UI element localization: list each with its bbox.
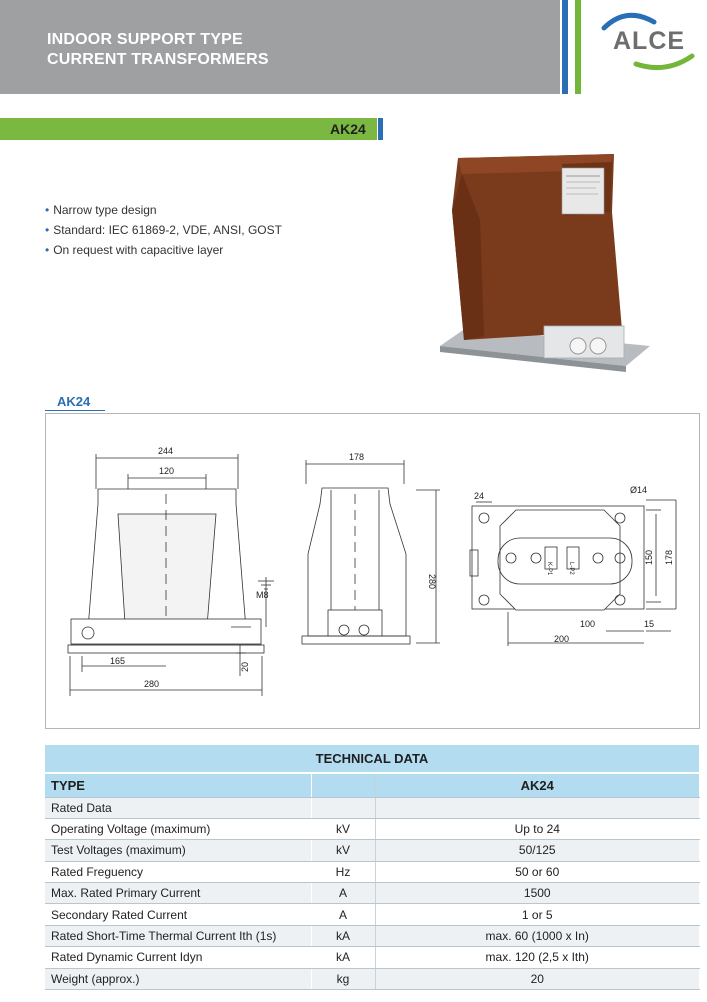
header-title-line2: CURRENT TRANSFORMERS <box>47 51 269 68</box>
feature-list: •Narrow type design •Standard: IEC 61869… <box>45 201 282 261</box>
bullet-icon: • <box>45 243 50 257</box>
dim-front-inner: 120 <box>159 466 174 476</box>
logo-swoosh-icon <box>601 12 695 71</box>
bullet-icon: • <box>45 223 50 237</box>
drawing-section-label: AK24 <box>57 394 91 409</box>
header-title: INDOOR SUPPORT TYPE CURRENT TRANSFORMERS <box>47 30 269 70</box>
dim-top-w3: 200 <box>554 634 569 644</box>
dim-top-w2: 15 <box>644 619 654 629</box>
bullet-icon: • <box>45 203 50 217</box>
alce-logo: ALCE <box>596 8 700 78</box>
table-row: Max. Rated Primary Current A 1500 <box>45 882 700 905</box>
table-title: TECHNICAL DATA <box>45 745 700 774</box>
dim-top-h1: 150 <box>644 550 654 565</box>
table-row: Test Voltages (maximum) kV 50/125 <box>45 839 700 862</box>
model-bar-accent <box>378 118 383 140</box>
product-photo <box>440 154 650 372</box>
dim-side-height: 280 <box>427 574 437 589</box>
dimension-drawing: 244 120 M8 165 280 20 178 280 <box>67 446 677 696</box>
dim-top-slot: 24 <box>474 491 484 501</box>
dim-top-hole: Ø14 <box>630 485 647 495</box>
table-title-row: TECHNICAL DATA <box>45 745 700 774</box>
table-row: Rated Short-Time Thermal Current Ith (1s… <box>45 925 700 948</box>
terminal-label-1: K-P1 <box>546 562 552 576</box>
type-label: TYPE <box>45 773 312 798</box>
logo-text: ALCE <box>613 27 686 55</box>
model-title: AK24 <box>330 121 366 137</box>
table-type-row: TYPE AK24 <box>45 773 700 798</box>
table-row: Rated Data <box>45 797 700 819</box>
top-view <box>469 499 677 646</box>
technical-drawing: 244 120 M8 165 280 20 178 280 <box>45 413 700 729</box>
dim-ground-label: M8 <box>256 590 269 600</box>
table-row: Secondary Rated Current A 1 or 5 <box>45 903 700 926</box>
feature-item: •On request with capacitive layer <box>45 243 224 257</box>
type-unit-cell <box>310 773 376 798</box>
header-stripe-blue <box>562 0 568 94</box>
model-bar <box>0 118 377 140</box>
dim-front-base-offset: 165 <box>110 656 125 666</box>
header-banner: INDOOR SUPPORT TYPE CURRENT TRANSFORMERS <box>0 0 560 94</box>
table-row: Rated Freguency Hz 50 or 60 <box>45 861 700 884</box>
type-value: AK24 <box>375 773 700 798</box>
dim-front-width: 244 <box>158 446 173 456</box>
table-row: Operating Voltage (maximum) kV Up to 24 <box>45 818 700 841</box>
header-title-line1: INDOOR SUPPORT TYPE <box>47 31 243 48</box>
technical-data-table: TECHNICAL DATA TYPE AK24 Rated Data Oper… <box>45 745 700 991</box>
table-row: Rated Dynamic Current Idyn kA max. 120 (… <box>45 946 700 969</box>
feature-item: •Narrow type design <box>45 203 157 217</box>
front-view <box>67 454 274 696</box>
table-row: Weight (approx.) kg 20 <box>45 968 700 991</box>
feature-item: •Standard: IEC 61869-2, VDE, ANSI, GOST <box>45 223 282 237</box>
dim-top-w1: 100 <box>580 619 595 629</box>
side-view <box>301 460 440 645</box>
terminal-label-2: L-P2 <box>568 562 574 575</box>
header-stripe-green <box>575 0 581 94</box>
dim-front-base: 280 <box>144 679 159 689</box>
dim-side-width: 178 <box>349 452 364 462</box>
dim-front-base-height: 20 <box>240 662 250 672</box>
section-underline <box>45 410 105 411</box>
dim-top-h2: 178 <box>664 550 674 565</box>
